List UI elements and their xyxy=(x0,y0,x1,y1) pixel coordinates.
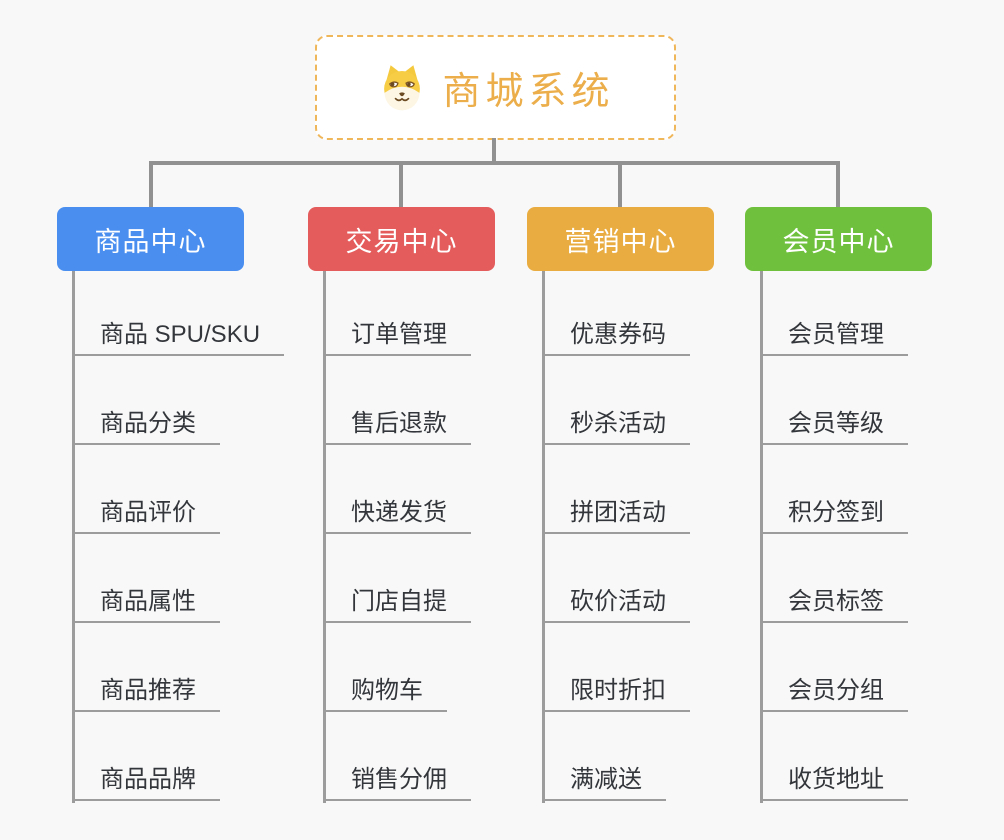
leaf-node[interactable]: 订单管理 xyxy=(323,316,471,356)
branch-label: 交易中心 xyxy=(345,226,458,257)
leaf-node[interactable]: 限时折扣 xyxy=(542,672,690,712)
connector-drop xyxy=(836,163,840,207)
branch-items: 订单管理售后退款快递发货门店自提购物车销售分佣 xyxy=(308,207,558,840)
leaf-node[interactable]: 商品 SPU/SKU xyxy=(72,316,285,356)
connector-drop xyxy=(149,163,153,207)
leaf-node[interactable]: 商品分类 xyxy=(72,405,220,445)
branch: 营销中心 优惠券码秒杀活动拼团活动砍价活动限时折扣满减送 xyxy=(527,207,777,840)
leaf-node[interactable]: 优惠券码 xyxy=(542,316,690,356)
branch: 会员中心 会员管理会员等级积分签到会员标签会员分组收货地址 xyxy=(745,207,995,840)
leaf-node[interactable]: 会员标签 xyxy=(760,583,908,623)
branch-items: 商品 SPU/SKU 商品分类商品评价商品属性商品推荐商品品牌 xyxy=(57,207,307,840)
branch-label: 营销中心 xyxy=(564,226,677,257)
branch-items: 会员管理会员等级积分签到会员标签会员分组收货地址 xyxy=(745,207,995,840)
connector-drop xyxy=(399,163,403,207)
leaf-node[interactable]: 商品属性 xyxy=(72,583,220,623)
branch-items: 优惠券码秒杀活动拼团活动砍价活动限时折扣满减送 xyxy=(527,207,777,840)
leaf-node[interactable]: 购物车 xyxy=(323,672,447,712)
leaf-node[interactable]: 会员等级 xyxy=(760,405,908,445)
branch: 商品中心 商品 SPU/SKU 商品分类商品评价商品属性商品推荐商品品牌 xyxy=(57,207,307,840)
connector-drop xyxy=(618,163,622,207)
connector-root-drop xyxy=(492,138,496,165)
leaf-node[interactable]: 商品品牌 xyxy=(72,761,220,801)
leaf-node[interactable]: 商品推荐 xyxy=(72,672,220,712)
branch-spine-line xyxy=(323,271,326,803)
branch-node[interactable]: 会员中心 xyxy=(745,207,932,271)
leaf-node[interactable]: 秒杀活动 xyxy=(542,405,690,445)
branch: 交易中心 订单管理售后退款快递发货门店自提购物车销售分佣 xyxy=(308,207,558,840)
leaf-node[interactable]: 售后退款 xyxy=(323,405,471,445)
branch-node[interactable]: 营销中心 xyxy=(527,207,714,271)
branch-spine-line xyxy=(760,271,763,803)
branch-label: 商品中心 xyxy=(94,226,207,257)
leaf-node[interactable]: 会员分组 xyxy=(760,672,908,712)
root-title: 商城系统 xyxy=(442,71,615,113)
branch-spine-line xyxy=(72,271,75,803)
leaf-node[interactable]: 门店自提 xyxy=(323,583,471,623)
leaf-node[interactable]: 收货地址 xyxy=(760,761,908,801)
branch-spine-line xyxy=(542,271,545,803)
shiba-dog-icon xyxy=(384,64,421,110)
branch-label: 会员中心 xyxy=(782,226,895,257)
leaf-node[interactable]: 满减送 xyxy=(542,761,666,801)
connector-bus xyxy=(149,161,840,165)
leaf-node[interactable]: 商品评价 xyxy=(72,494,220,534)
branch-node[interactable]: 商品中心 xyxy=(57,207,244,271)
leaf-node[interactable]: 销售分佣 xyxy=(323,761,471,801)
leaf-node[interactable]: 砍价活动 xyxy=(542,583,690,623)
leaf-node[interactable]: 快递发货 xyxy=(323,494,471,534)
leaf-node[interactable]: 拼团活动 xyxy=(542,494,690,534)
leaf-node[interactable]: 会员管理 xyxy=(760,316,908,356)
leaf-node[interactable]: 积分签到 xyxy=(760,494,908,534)
root-node[interactable]: 商城系统 xyxy=(315,35,676,140)
branch-node[interactable]: 交易中心 xyxy=(308,207,495,271)
